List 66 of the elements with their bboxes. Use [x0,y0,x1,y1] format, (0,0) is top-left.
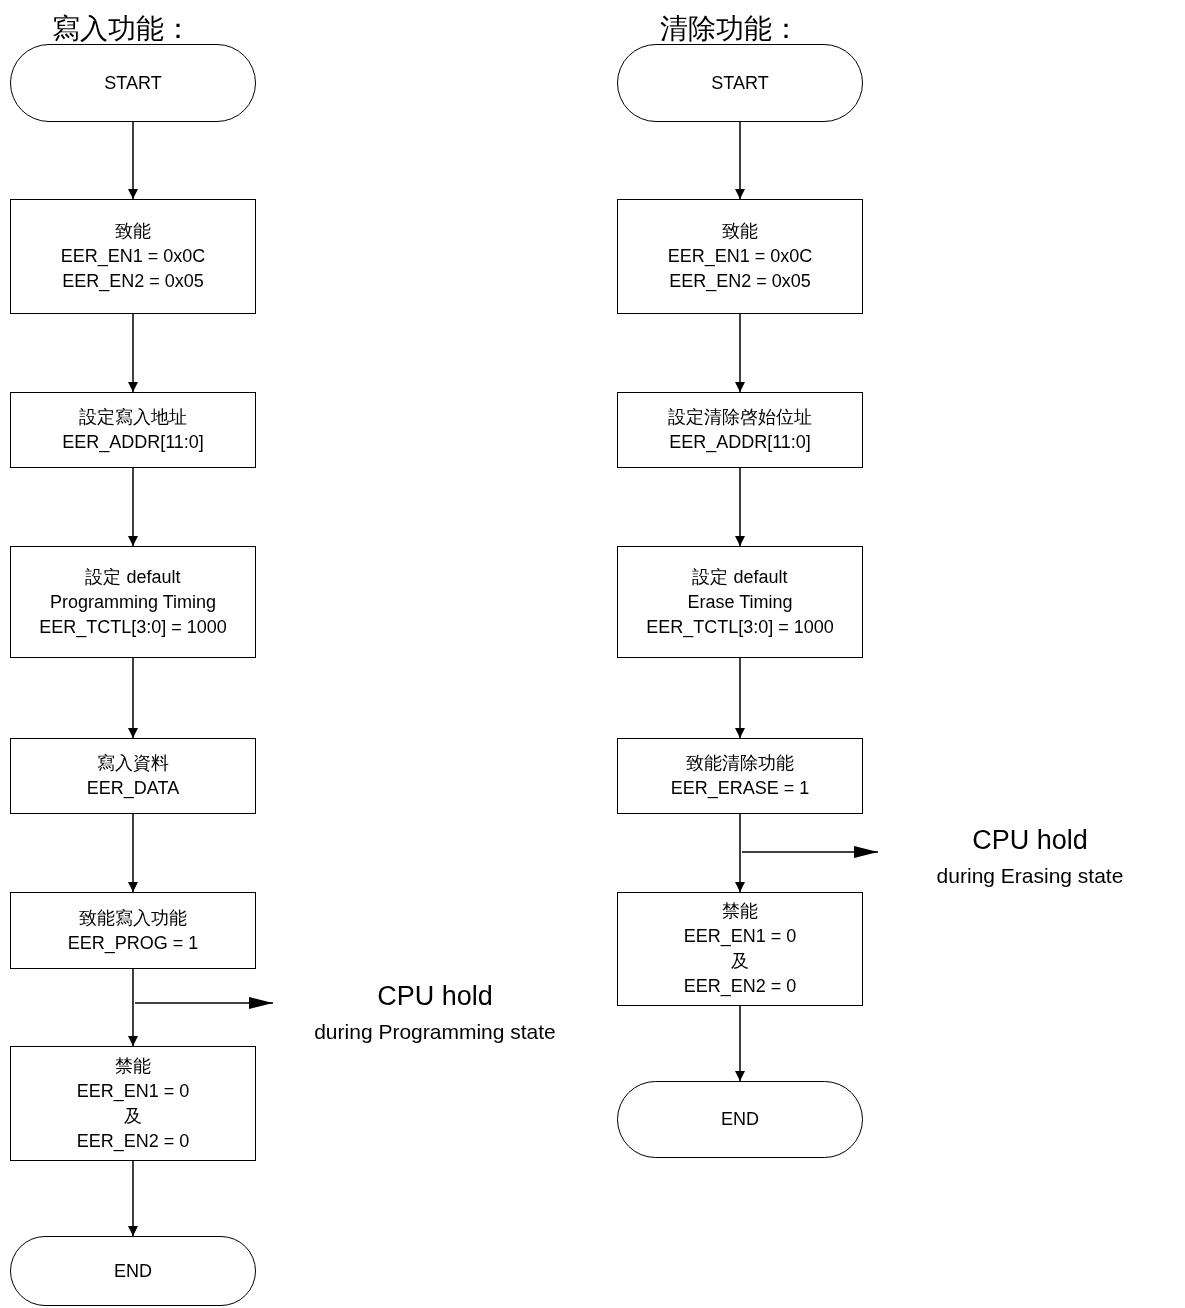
node-text: EER_EN2 = 0x05 [62,270,204,294]
node-text: START [104,71,162,95]
section-heading: 清除功能： [660,12,800,46]
process-box [10,738,256,814]
process-box [10,892,256,969]
node-text: 設定清除啓始位址 [668,406,812,429]
section-heading: 寫入功能： [52,12,192,46]
process-box [617,738,863,814]
node-text: END [114,1259,152,1283]
node-text: EER_ERASE = 1 [670,777,810,801]
arrow [128,121,138,200]
arrow [735,657,745,739]
node-text: EER_EN2 = 0 [76,1129,190,1154]
node-text: Erase Timing [687,590,793,614]
node-text: 寫入資料 [97,752,169,775]
note-text: CPU hold [377,980,493,1013]
node-text: EER_DATA [86,777,180,801]
arrow [735,813,745,893]
arrow [735,121,745,200]
node-text: 設定 default [85,565,181,589]
node-text: EER_TCTL[3:0] = 1000 [39,615,227,640]
arrow [735,467,745,547]
node-text: 禁能 [722,900,758,923]
node-text: START [711,71,769,95]
process-box [617,392,863,468]
node-text: 致能 [115,220,151,243]
node-text: EER_ADDR[11:0] [62,431,204,455]
node-text: EER_EN1 = 0x0C [60,245,206,269]
arrow [735,313,745,393]
node-text: EER_EN1 = 0x0C [667,245,813,269]
node-text: EER_TCTL[3:0] = 1000 [646,615,834,640]
arrow [128,467,138,547]
process-box [10,392,256,468]
node-text: 及 [731,950,749,973]
node-text: 致能清除功能 [686,752,794,775]
node-text: EER_ADDR[11:0] [669,431,811,455]
process-box [617,546,863,658]
process-box [10,199,256,314]
arrow [128,813,138,893]
node-text: EER_EN2 = 0 [683,975,797,999]
node-text: EER_EN2 = 0x05 [669,270,811,294]
node-text: Programming Timing [49,590,217,614]
process-box [617,892,863,1006]
process-box [10,1046,256,1161]
node-text: 致能 [722,220,758,243]
node-text: 及 [124,1104,142,1128]
node-text: 禁能 [115,1054,151,1078]
arrow [741,846,879,858]
node-text: END [721,1108,759,1131]
node-text: EER_EN1 = 0 [76,1079,190,1104]
arrow [134,997,274,1009]
node-text: EER_PROG = 1 [67,931,199,956]
arrow [735,1005,745,1082]
process-box [617,199,863,314]
node-text: 設定寫入地址 [79,406,187,429]
note-text: during Programming state [314,1019,556,1045]
node-text: 致能寫入功能 [79,906,187,930]
node-text: 設定 default [692,565,788,589]
arrow [128,968,138,1047]
node-text: EER_EN1 = 0 [683,925,797,949]
arrow [128,313,138,393]
process-box [10,546,256,658]
arrow [128,1160,138,1237]
note-text: CPU hold [972,824,1088,857]
note-text: during Erasing state [936,863,1124,889]
arrow [128,657,138,739]
